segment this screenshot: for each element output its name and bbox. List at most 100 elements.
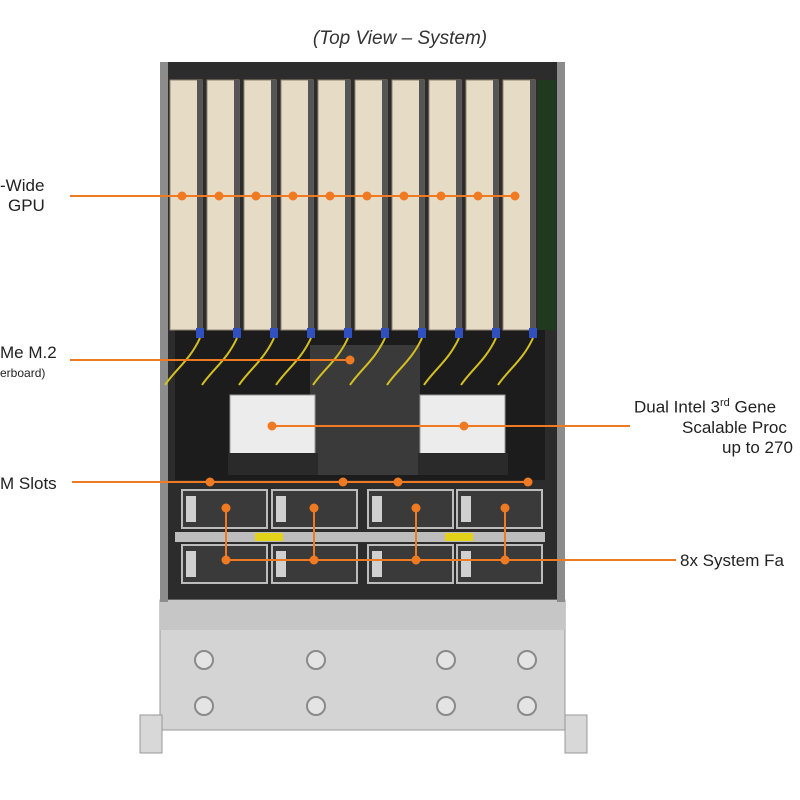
cpu-label-line2: Scalable Proc: [682, 417, 787, 437]
front-screw: [517, 650, 537, 670]
system-fan-latch: [372, 551, 382, 577]
cpu-fan: [418, 453, 508, 475]
gpu-label: -Wide GPU: [0, 176, 45, 216]
front-screw: [517, 696, 537, 716]
gpu-card: [465, 79, 499, 331]
system-fan: [181, 489, 268, 529]
gpu-power-connector: [381, 328, 389, 338]
gpu-card: [428, 79, 462, 331]
gpu-power-cable: [497, 337, 534, 386]
gpu-power-cable: [312, 337, 349, 386]
dimm-callout-marker: [205, 477, 215, 487]
cpu-label-line3: up to 270: [722, 437, 793, 457]
fan-warning-sticker: [255, 533, 283, 541]
cpu-label-line1-sup: rd: [720, 397, 730, 409]
gpu-power-cable: [275, 337, 312, 386]
gpu-card: [354, 79, 388, 331]
gpu-callout-marker: [251, 191, 261, 201]
fans-callout-marker: [221, 503, 231, 513]
gpu-card-edge: [456, 80, 461, 330]
gpu-callout-marker: [510, 191, 520, 201]
cpu-callout-marker: [267, 421, 277, 431]
front-screw: [194, 650, 214, 670]
gpu-callout-marker: [436, 191, 446, 201]
fan-bracket: [175, 532, 545, 542]
system-fan-latch: [186, 496, 196, 522]
cpu-label-line1-a: Dual Intel 3: [634, 397, 720, 417]
fans-callout-marker: [309, 555, 319, 565]
front-screw: [306, 696, 326, 716]
gpu-card: [502, 79, 536, 331]
cpu-label: Dual Intel 3rd Gene Scalable Proc up to …: [634, 393, 793, 458]
gpu-label-line2: GPU: [8, 196, 45, 215]
chassis-foot-left: [139, 714, 163, 754]
front-screw: [436, 696, 456, 716]
gpu-callout-marker: [325, 191, 335, 201]
gpu-power-cable: [460, 337, 497, 386]
gpu-power-connector: [418, 328, 426, 338]
cpu-label-line1: Dual Intel 3rd Gene: [634, 393, 793, 418]
system-fan: [367, 544, 454, 584]
cpu-label-line1-b: Gene: [729, 397, 777, 417]
chassis-front-strip: [160, 600, 565, 630]
gpu-card-edge: [308, 80, 313, 330]
gpu-card: [391, 79, 425, 331]
gpu-power-cable: [238, 337, 275, 386]
gpu-label-line1: -Wide: [0, 176, 45, 195]
chassis-left-rail: [160, 62, 168, 602]
m2-label: Me M.2 erboard): [0, 343, 57, 383]
fans-callout-marker: [221, 555, 231, 565]
gpu-card-edge: [493, 80, 498, 330]
gpu-power-connector: [196, 328, 204, 338]
fans-callout-marker: [309, 503, 319, 513]
front-screw: [194, 696, 214, 716]
gpu-power-connector: [455, 328, 463, 338]
dimm-callout-marker: [393, 477, 403, 487]
gpu-card: [243, 79, 277, 331]
chassis-foot-right: [564, 714, 588, 754]
fans-callout-marker: [500, 503, 510, 513]
m2-label-line1: Me M.2: [0, 343, 57, 362]
dimm-callout-marker: [338, 477, 348, 487]
gpu-power-connector: [529, 328, 537, 338]
gpu-card-edge: [419, 80, 424, 330]
gpu-power-connector: [233, 328, 241, 338]
system-fan-latch: [372, 496, 382, 522]
gpu-card-edge: [271, 80, 276, 330]
system-fan-latch: [186, 551, 196, 577]
gpu-callout-marker: [473, 191, 483, 201]
right-riser-card: [538, 80, 556, 330]
gpu-power-connector: [270, 328, 278, 338]
front-screw: [306, 650, 326, 670]
gpu-card-edge: [197, 80, 202, 330]
system-fan: [367, 489, 454, 529]
fans-callout-marker: [411, 503, 421, 513]
m2-callout-marker: [345, 355, 355, 365]
gpu-card: [169, 79, 203, 331]
system-fan-latch: [276, 551, 286, 577]
dimm-callout-marker: [523, 477, 533, 487]
gpu-card: [206, 79, 240, 331]
diagram-title: (Top View – System): [312, 28, 488, 49]
system-fan: [456, 489, 543, 529]
gpu-callout-marker: [214, 191, 224, 201]
gpu-card-edge: [234, 80, 239, 330]
gpu-power-cable: [201, 337, 238, 386]
gpu-callout-marker: [399, 191, 409, 201]
fans-callout-marker: [500, 555, 510, 565]
gpu-power-cable: [349, 337, 386, 386]
fan-warning-sticker: [445, 533, 473, 541]
gpu-callout-marker: [288, 191, 298, 201]
dimm-label: M Slots: [0, 474, 57, 493]
gpu-power-connector: [307, 328, 315, 338]
gpu-card: [280, 79, 314, 331]
cpu-callout-marker: [459, 421, 469, 431]
m2-label-line2: erboard): [0, 366, 46, 380]
system-fan-latch: [461, 496, 471, 522]
gpu-callout-marker: [362, 191, 372, 201]
gpu-power-cable: [164, 337, 201, 386]
cpu-fan: [228, 453, 318, 475]
system-fan-latch: [461, 551, 471, 577]
